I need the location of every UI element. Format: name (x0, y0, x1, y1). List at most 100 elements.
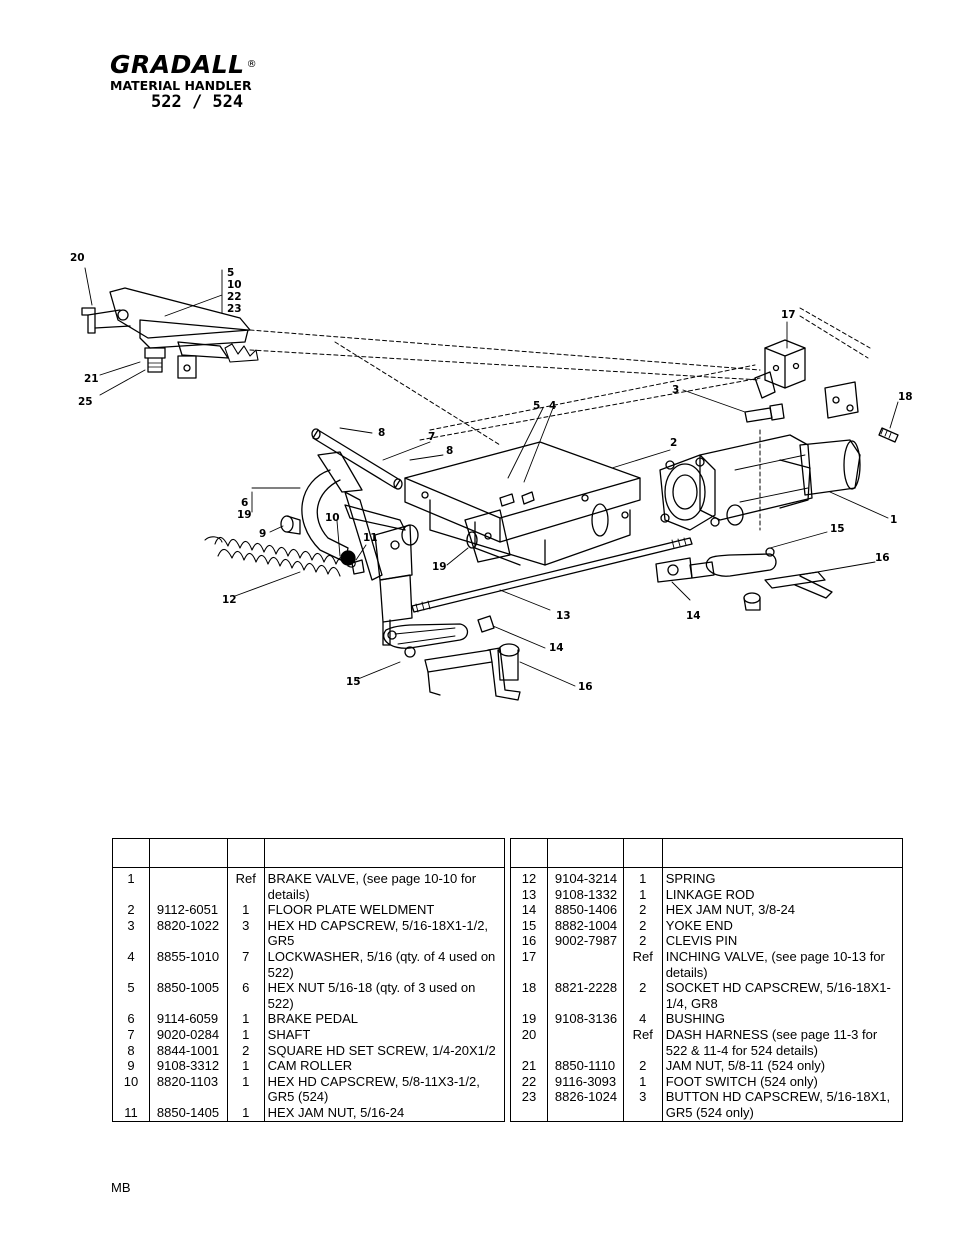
quantity-cell: 1 (226, 1073, 265, 1105)
yoke-end-left (383, 623, 469, 658)
shaft (311, 428, 403, 490)
cam-roller (280, 515, 301, 535)
part-number-cell: 8850-1406 (546, 902, 624, 918)
callout-18: 18 (898, 391, 913, 403)
dashed-guide-lines (249, 307, 871, 531)
callout-16-left: 16 (578, 681, 593, 693)
logo-model: 522 / 524 (151, 92, 244, 112)
item-number-cell: 20 (510, 1026, 548, 1059)
description-cell: LOCKWASHER, 5/16 (qty. of 4 used on 522) (263, 948, 506, 981)
quantity-cell: 7 (226, 948, 265, 981)
quantity-cell: 4 (622, 1011, 663, 1027)
item-number-cell: 19 (510, 1011, 548, 1027)
part-number-cell: 8882-1004 (546, 917, 624, 934)
item-number-cell: 8 (112, 1042, 150, 1059)
quantity-cell: Ref (226, 867, 265, 903)
part-number-cell (546, 1026, 624, 1059)
part-number-cell: 8820-1022 (148, 917, 228, 949)
brand-name: GRADALL® (110, 50, 258, 79)
gradall-logo: GRADALL® MATERIAL HANDLER 522 / 524 (110, 50, 258, 112)
quantity-cell: 1 (622, 886, 663, 903)
leader-lines (84, 267, 899, 687)
callout-13: 13 (556, 610, 571, 622)
callout-10-top: 10 (227, 279, 242, 291)
callout-14-left: 14 (549, 642, 564, 654)
part-number-cell: 9116-3093 (546, 1073, 624, 1090)
callout-5-mid: 5 (533, 400, 540, 412)
inching-valve (754, 339, 806, 399)
description-cell: SQUARE HD SET SCREW, 1/4-20X1/2 (263, 1042, 506, 1059)
item-number-cell: 21 (510, 1058, 548, 1074)
callout-8-top: 8 (378, 427, 385, 439)
quantity-cell: 2 (622, 933, 663, 949)
header-cell (148, 838, 228, 868)
brake-valve (659, 434, 861, 531)
header-cell (546, 838, 624, 868)
quantity-cell: 1 (622, 867, 663, 887)
quantity-cell: 1 (622, 1073, 663, 1090)
bushing (466, 531, 478, 549)
description-cell: BRAKE VALVE, (see page 10-10 for details… (263, 867, 506, 903)
description-cell: CAM ROLLER (263, 1058, 506, 1074)
quantity-cell: 3 (622, 1089, 663, 1122)
clevis-pin-left (424, 643, 521, 701)
quantity-cell: 2 (226, 1042, 265, 1059)
page-footer-code: MB (111, 1180, 131, 1195)
part-number-cell: 9108-3136 (546, 1011, 624, 1027)
part-number-cell: 9114-6059 (148, 1011, 228, 1027)
part-number-cell: 8820-1103 (148, 1073, 228, 1105)
item-number-cell: 10 (112, 1073, 150, 1105)
part-number-cell: 8855-1010 (148, 948, 228, 981)
hex-jam-nut-11 (340, 550, 365, 575)
item-number-cell: 7 (112, 1026, 150, 1043)
item-number-cell: 3 (112, 917, 150, 949)
callout-5-top: 5 (227, 267, 234, 279)
hex-jam-nut-14-left (477, 615, 495, 633)
part-number-cell: 8850-1110 (546, 1058, 624, 1074)
hex-jam-nut-14-right (655, 557, 693, 583)
callout-7: 7 (428, 431, 435, 443)
quantity-cell: 2 (622, 917, 663, 934)
callout-15-left: 15 (346, 676, 361, 688)
description-cell: SOCKET HD CAPSCREW, 5/16-18X1-1/4, GR8 (661, 980, 904, 1012)
item-number-cell: 14 (510, 902, 548, 918)
quantity-cell: 2 (622, 1058, 663, 1074)
linkage-rod (411, 537, 693, 613)
callout-8-lower: 8 (446, 445, 453, 457)
header-cell (510, 838, 548, 868)
description-cell: DASH HARNESS (see page 11-3 for 522 & 11… (661, 1026, 904, 1059)
part-number-cell: 8821-2228 (546, 980, 624, 1012)
quantity-cell: 2 (622, 902, 663, 918)
callout-11: 11 (363, 532, 378, 544)
item-number-cell: 12 (510, 867, 548, 887)
foot-switch-assembly (81, 287, 259, 379)
item-number-cell: 22 (510, 1073, 548, 1090)
callout-1: 1 (890, 514, 897, 526)
part-number-cell: 9002-7987 (546, 933, 624, 949)
quantity-cell: Ref (622, 1026, 663, 1059)
callout-10-mid: 10 (325, 512, 340, 524)
quantity-cell: 6 (226, 980, 265, 1012)
description-cell: FOOT SWITCH (524 only) (661, 1073, 904, 1090)
part-number-cell: 9112-6051 (148, 902, 228, 918)
quantity-cell: 2 (622, 980, 663, 1012)
logo-subtitle: MATERIAL HANDLER (110, 78, 252, 93)
description-cell: FLOOR PLATE WELDMENT (263, 902, 506, 918)
item-number-cell: 9 (112, 1058, 150, 1074)
callout-4: 4 (549, 400, 556, 412)
callout-2: 2 (670, 437, 677, 449)
